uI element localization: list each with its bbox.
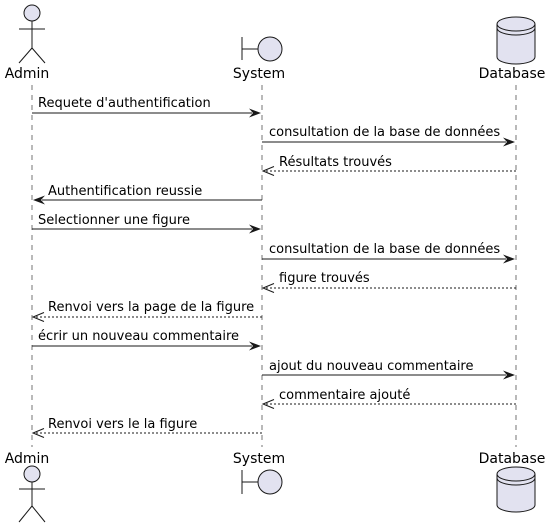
boundary-icon <box>241 469 283 495</box>
participant-label: Database <box>479 66 546 82</box>
actor-icon <box>18 4 46 64</box>
participant-label: System <box>233 66 285 82</box>
message-12: Renvoi vers le la figure <box>31 417 262 438</box>
database-icon <box>496 16 536 65</box>
message-label: Résultats trouvés <box>279 155 392 170</box>
message-5: Selectionner une figure <box>32 213 261 234</box>
participant-system-top: System <box>233 36 285 82</box>
boundary-icon <box>241 36 283 62</box>
message-9: écrir un nouveau commentaire <box>32 329 261 351</box>
arrowhead <box>503 254 515 264</box>
participant-database-top: Database <box>479 16 546 82</box>
message-1: Requete d'authentification <box>32 96 261 118</box>
participant-system-bottom: System <box>233 451 285 495</box>
arrowhead <box>503 137 515 147</box>
arrowhead <box>249 224 261 234</box>
message-label: Renvoi vers la page de la figure <box>48 300 254 315</box>
participant-label: Admin <box>5 451 50 467</box>
arrowhead <box>31 428 45 438</box>
message-3: Résultats trouvés <box>261 155 516 176</box>
message-6: consultation de la base de données <box>262 242 515 264</box>
message-label: Selectionner une figure <box>38 213 190 228</box>
arrowhead <box>261 283 275 293</box>
arrowhead <box>261 166 275 176</box>
database-icon <box>496 466 536 513</box>
message-label: écrir un nouveau commentaire <box>38 329 239 344</box>
message-10: ajout du nouveau commentaire <box>262 359 515 380</box>
message-8: Renvoi vers la page de la figure <box>31 300 262 322</box>
message-label: commentaire ajouté <box>279 388 410 403</box>
message-label: Renvoi vers le la figure <box>48 417 197 432</box>
message-11: commentaire ajouté <box>261 388 516 409</box>
arrowhead <box>31 312 45 322</box>
arrowhead <box>503 370 515 380</box>
message-2: consultation de la base de données <box>262 125 515 147</box>
arrowhead <box>261 399 275 409</box>
message-label: consultation de la base de données <box>269 242 500 257</box>
arrowhead <box>33 195 45 205</box>
participant-admin-bottom: Admin <box>5 451 50 523</box>
participant-label: System <box>233 451 285 467</box>
message-label: figure trouvés <box>279 271 370 286</box>
message-label: consultation de la base de données <box>269 125 500 140</box>
message-label: Requete d'authentification <box>38 96 211 111</box>
arrowhead <box>249 108 261 118</box>
lifelines <box>31 85 517 447</box>
participant-label: Admin <box>5 66 50 82</box>
participant-admin-top: Admin <box>5 4 50 82</box>
participant-database-bottom: Database <box>479 451 546 513</box>
actor-icon <box>18 465 46 523</box>
participant-label: Database <box>479 451 546 467</box>
arrowhead <box>249 341 261 351</box>
message-4: Authentification reussie <box>33 184 262 205</box>
message-label: Authentification reussie <box>48 184 202 199</box>
message-label: ajout du nouveau commentaire <box>269 359 473 374</box>
message-7: figure trouvés <box>261 271 516 293</box>
